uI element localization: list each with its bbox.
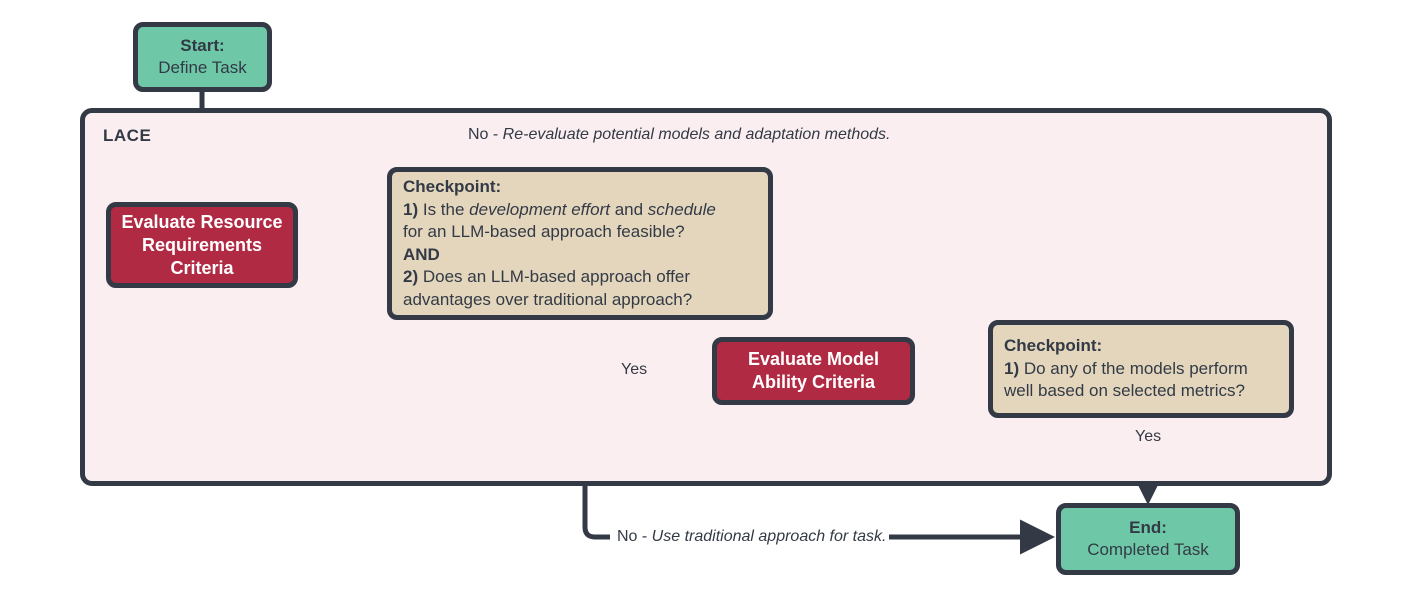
checkpoint-2-item-1-line-1: 1) Do any of the models perform <box>1004 358 1248 381</box>
edge-label-feedback-italic: Re-evaluate potential models and adaptat… <box>502 126 891 143</box>
checkpoint-2-item-1-text-a: Do any of the models perform <box>1019 358 1248 378</box>
checkpoint-1-item-1-line-1: 1) Is the development effort and schedul… <box>403 199 716 222</box>
node-end[interactable]: End: Completed Task <box>1056 503 1240 575</box>
node-evaluate-resource-requirements-criteria[interactable]: Evaluate Resource Requirements Criteria <box>106 202 298 288</box>
checkpoint-1-item-2-line-2: advantages over traditional approach? <box>403 289 693 309</box>
checkpoint-1-item-1-italic-b: schedule <box>647 199 716 219</box>
edge-label-checkpoint1-yes: Yes <box>619 361 650 379</box>
edge-label-feedback-prefix: No - <box>468 126 503 143</box>
checkpoint-1-connector: AND <box>403 244 440 264</box>
node-evaluate-resource-line2: Requirements <box>141 234 263 255</box>
node-checkpoint-2[interactable]: Checkpoint: 1) Do any of the models perf… <box>988 320 1294 418</box>
edge-checkpoint1-branch-stem <box>582 322 610 540</box>
checkpoint-1-item-2-text-a: Does an LLM-based approach offer <box>418 267 690 286</box>
node-start[interactable]: Start: Define Task <box>133 22 272 92</box>
checkpoint-1-item-2-number: 2) <box>403 267 419 286</box>
node-evaluate-resource-line1: Evaluate Resource <box>121 211 283 232</box>
checkpoint-2-item-1-line-2: well based on selected metrics? <box>1004 381 1245 401</box>
checkpoint-1-item-1-italic-a: development effort <box>469 199 610 219</box>
node-end-line2: Completed Task <box>1087 540 1209 559</box>
checkpoint-1-heading: Checkpoint: <box>403 177 502 196</box>
edge-label-checkpoint2-yes: Yes <box>1133 428 1164 446</box>
node-evaluate-model-line2: Ability Criteria <box>751 372 876 392</box>
edge-label-feedback-loop: No - Re-evaluate potential models and ad… <box>465 126 894 144</box>
checkpoint-2-item-1-number: 1) <box>1004 358 1020 378</box>
lace-container-label: LACE <box>103 126 152 145</box>
checkpoint-1-item-1-text-b: and <box>609 199 648 219</box>
node-checkpoint-1[interactable]: Checkpoint: 1) Is the development effort… <box>387 167 773 320</box>
checkpoint-1-item-2-line-1: 2) Does an LLM-based approach offer <box>403 266 690 289</box>
node-evaluate-model-ability-criteria[interactable]: Evaluate Model Ability Criteria <box>712 337 915 405</box>
checkpoint-1-item-1-text-a: Is the <box>418 199 470 219</box>
checkpoint-2-heading: Checkpoint: <box>1004 336 1103 356</box>
node-evaluate-resource-line3: Criteria <box>170 257 234 278</box>
node-start-line2: Define Task <box>158 58 247 77</box>
node-end-line1: End: <box>1129 518 1167 537</box>
node-evaluate-model-line1: Evaluate Model <box>747 349 880 369</box>
checkpoint-1-item-1-line-2: for an LLM-based approach feasible? <box>403 222 685 241</box>
edge-label-checkpoint1-no: No - Use traditional approach for task. <box>614 528 890 546</box>
node-start-line1: Start: <box>180 36 225 55</box>
edge-label-no-prefix: No - <box>617 528 652 545</box>
edge-label-no-italic: Use traditional approach for task. <box>651 528 887 545</box>
checkpoint-1-item-1-number: 1) <box>403 199 419 219</box>
